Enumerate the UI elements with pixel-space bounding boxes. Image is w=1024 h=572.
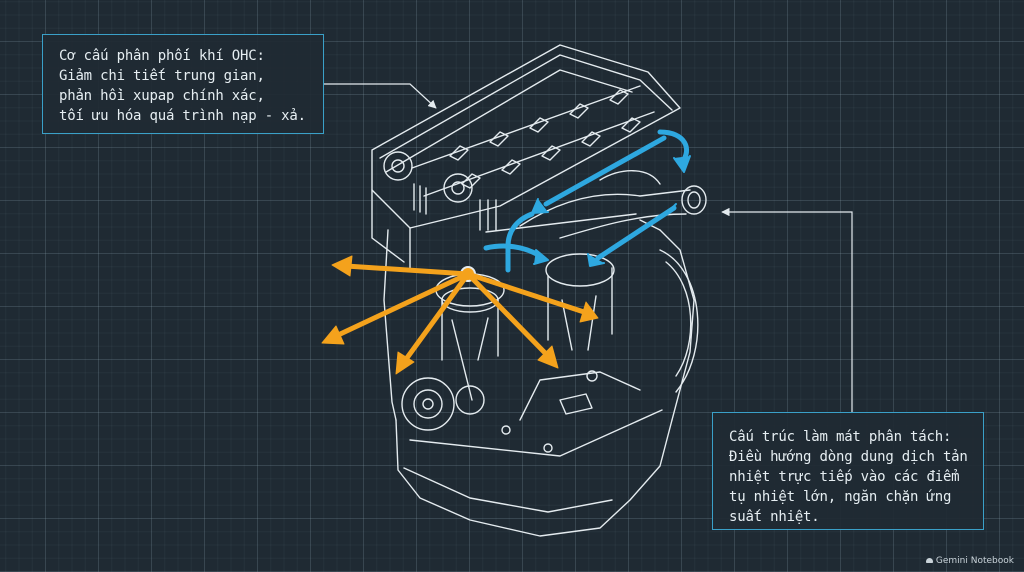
heat-arrow-3	[401, 271, 471, 365]
coolant-arrow-left-loop	[483, 211, 549, 273]
coolant-arrow-middle	[587, 203, 677, 267]
gemini-logo-icon	[925, 558, 933, 563]
watermark-text: Gemini Notebook	[935, 556, 1014, 566]
callout-ohc-line-3: phản hồi xupap chính xác,	[59, 88, 265, 104]
heat-arrow-1	[343, 263, 471, 277]
camshaft-lobes-1	[449, 89, 629, 161]
leader-lines	[324, 83, 853, 412]
callout-split-cooling: Cấu trúc làm mát phân tách: Điều hướng d…	[712, 412, 984, 530]
coolant-arrow-hook	[657, 129, 691, 173]
callout-cooling-line-1: Cấu trúc làm mát phân tách:	[729, 429, 952, 445]
callout-ohc-valvetrain: Cơ cấu phân phối khí OHC: Giảm chi tiết …	[42, 34, 324, 134]
leader-line-ohc	[324, 83, 437, 109]
callout-cooling-line-3: nhiệt trực tiếp vào các điểm	[729, 469, 960, 485]
callout-ohc-line-2: Giảm chi tiết trung gian,	[59, 68, 265, 84]
callout-ohc-line-4: tối ưu hóa quá trình nạp - xả.	[59, 108, 306, 124]
callout-cooling-line-4: tụ nhiệt lớn, ngăn chặn ứng	[729, 489, 952, 505]
leader-line-cooling	[721, 207, 853, 412]
heat-dispersion-arrows	[321, 255, 599, 375]
coolant-flow-arrows	[483, 129, 691, 273]
callout-cooling-line-5: suất nhiệt.	[729, 509, 820, 525]
callout-ohc-line-1: Cơ cấu phân phối khí OHC:	[59, 48, 265, 64]
watermark: Gemini Notebook	[925, 556, 1014, 566]
camshaft-lobes-2	[461, 117, 641, 189]
heat-arrow-2	[333, 271, 471, 339]
heat-arrow-5	[465, 271, 587, 315]
engine-block-outline	[371, 44, 707, 537]
heat-arrow-4	[465, 271, 551, 359]
callout-cooling-line-2: Điều hướng dòng dung dịch tản	[729, 449, 968, 465]
